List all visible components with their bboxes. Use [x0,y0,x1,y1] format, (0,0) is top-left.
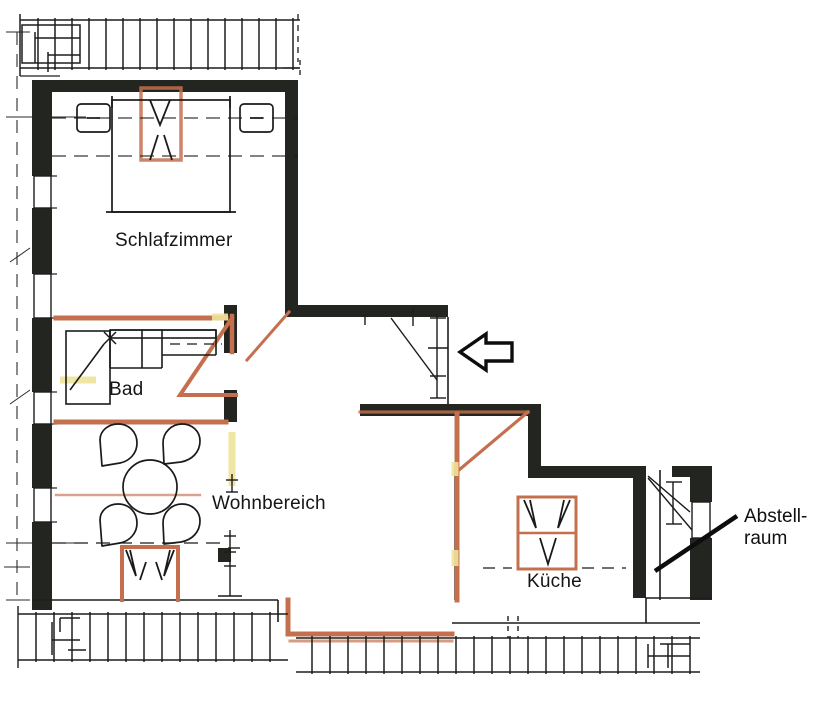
room-label-kueche: Küche [527,571,582,592]
wall-left-a [32,80,52,176]
marker-balcony-door [120,545,180,602]
wall-left-d [32,424,52,488]
marker-kitchen-door [456,409,531,473]
callout-abstellraum-line-1: Abstell- [744,506,808,527]
bathtub [65,330,111,405]
dining-set [52,423,222,581]
room-label-bad: Bad [109,379,144,400]
marker-overlay [53,86,578,643]
wall-left-e [32,522,52,610]
wall-hall-top [285,305,448,317]
wall-mid-horizontal [360,404,528,416]
room-label-wohnbereich: Wohnbereich [212,493,326,514]
marker-bed-swing [139,86,183,162]
highlighter-marks [60,313,459,566]
window-storage [691,501,711,539]
wall-bad-right-lower [224,390,237,422]
window-left-3 [33,391,52,425]
marker-bad-door [176,315,238,397]
bedroom-furniture [52,96,298,213]
bathroom-fixtures [65,329,222,405]
marker-hall-door [244,309,292,363]
wall-left-c [32,318,52,392]
dining-chair [99,423,201,547]
leader-lines [218,314,693,597]
bottom-balcony-railing [17,606,700,674]
wall-kitchen-right [633,466,646,598]
dimension-guides [4,31,86,601]
bed-swing-arrow [149,99,171,128]
wall-left-b [32,208,52,274]
abstellraum-leader [653,514,739,573]
wall-kitchen-left-upper [528,404,541,466]
walls [32,80,712,610]
entrance-arrow [457,330,514,374]
wall-bedroom-top [32,80,297,92]
room-label-schlafzimmer: Schlafzimmer [115,230,233,251]
wall-storage-right-b [690,538,712,600]
vanity-run [109,329,217,339]
top-balcony-railing [19,14,301,80]
wall-storage-top [672,466,712,477]
edge-ticks [228,308,414,549]
wall-kitchen-step [528,466,646,478]
wall-bedroom-right [285,80,298,310]
kitchen-door-swing [483,499,626,569]
wall-bottom-left-stub [218,548,231,562]
callout-abstellraum-line-2: raum [744,528,788,550]
window-left-2 [33,273,52,319]
dining-table [122,459,178,515]
window-left-4 [33,487,52,523]
callout-abstellraum: Abstell- raum [744,506,807,550]
windows [33,175,711,539]
window-left-1 [33,175,52,209]
